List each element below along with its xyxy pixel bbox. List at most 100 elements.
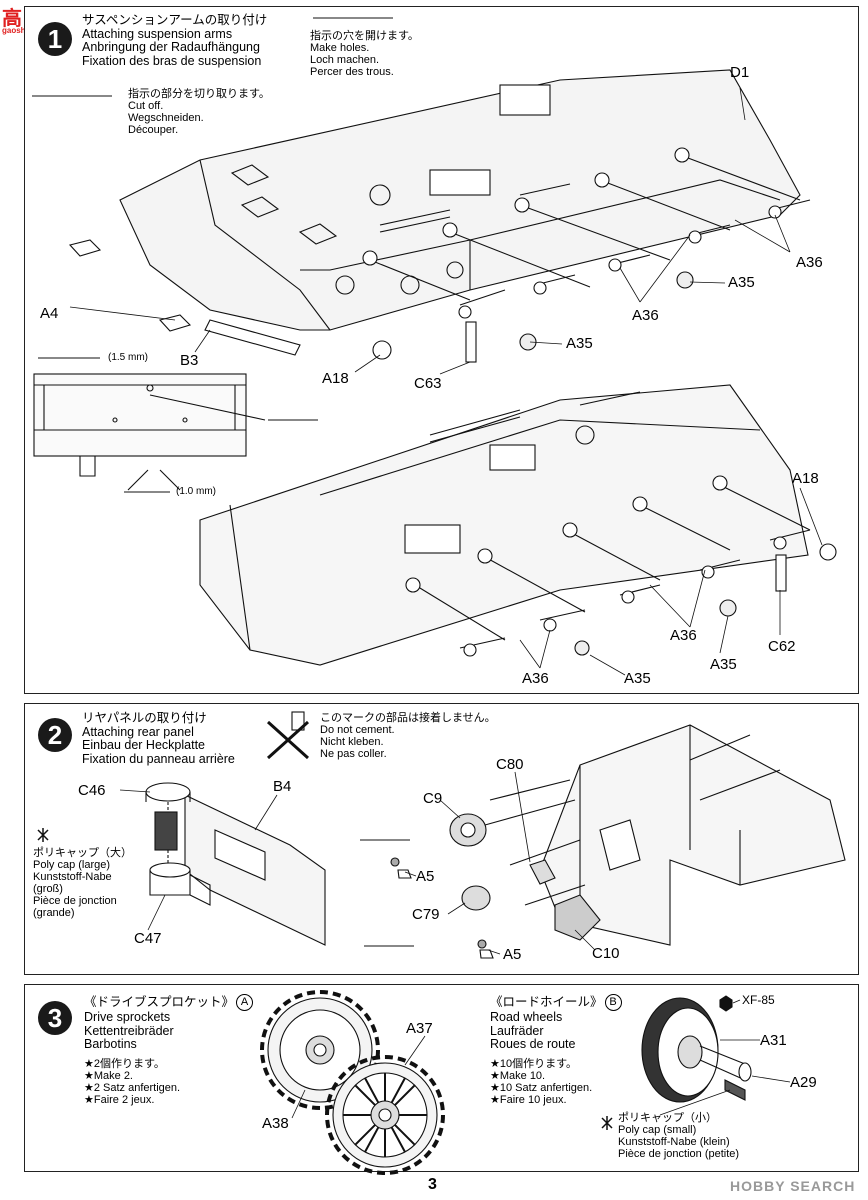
polycap-small-fr: Pièce de jonction (petite) (618, 1148, 740, 1160)
hull-rear-inset (33, 373, 247, 477)
label-xf85: XF-85 (742, 993, 775, 1007)
step-2-title-de: Einbau der Heckplatte (82, 738, 205, 752)
wheel-en: Road wheels (490, 1010, 563, 1024)
step-1-title-en: Attaching suspension arms (82, 26, 233, 41)
sprocket-make-en: ★Make 2. (84, 1069, 133, 1082)
label-c10: C10 (592, 945, 620, 962)
polycap-large-de2: (groß) (33, 883, 63, 895)
label-a35-4: A35 (624, 670, 651, 687)
sprocket-title: 《ドライブスプロケット》A (84, 994, 254, 1011)
step-2-title-jp: リヤパネルの取り付け (82, 711, 207, 725)
no-cement-en: Do not cement. (320, 724, 395, 736)
label-a37: A37 (406, 1020, 433, 1037)
arms-upper (362, 147, 811, 363)
sprocket-make-jp: ★2個作ります。 (84, 1057, 165, 1070)
cut-note-de: Wegschneiden. (128, 112, 204, 124)
no-cement-de: Nicht kleben. (320, 736, 384, 748)
label-a29: A29 (790, 1074, 817, 1091)
rear-panel-right (390, 724, 846, 959)
label-c80: C80 (496, 756, 524, 773)
label-a35-1: A35 (728, 274, 755, 291)
sprocket-title-jp: 《ドライブスプロケット》 (84, 994, 235, 1009)
label-c46: C46 (78, 782, 106, 799)
polycap-small-note: ポリキャップ（小） Poly cap (small) Kunststoff-Na… (618, 1112, 739, 1160)
wheel-de: Laufräder (490, 1023, 544, 1038)
label-a5-2: A5 (503, 946, 522, 963)
wheel-title-jp: 《ロードホイール》 (490, 994, 603, 1009)
step-3-number: 3 (38, 1001, 72, 1035)
sprocket-block: 《ドライブスプロケット》A Drive sprockets Kettentrei… (84, 994, 254, 1106)
arms-lower (405, 475, 837, 657)
label-b4: B4 (273, 778, 292, 795)
wheel-make-en: ★Make 10. (490, 1069, 546, 1082)
polycap-large-fr2: (grande) (33, 907, 75, 919)
label-a18-1: A18 (322, 370, 349, 387)
page-number: 3 (428, 1176, 437, 1193)
sprocket-de: Kettentreibräder (84, 1023, 174, 1038)
label-a35-3: A35 (710, 656, 737, 673)
polycap-large-jp: ポリキャップ（大） (33, 847, 132, 859)
holes-note: 指示の穴を開けます。 Make holes. Loch machen. Perc… (310, 30, 419, 78)
step-2-number: 2 (38, 718, 72, 752)
sprocket-circle-a: A (236, 994, 254, 1011)
no-cement-fr: Ne pas coller. (320, 748, 387, 760)
step-1-title-block: サスペンションアームの取り付け Attaching suspension arm… (82, 13, 268, 68)
polycap-large-fr1: Pièce de jonction (33, 895, 117, 907)
step-3-panel (24, 984, 859, 1172)
wheel-title: 《ロードホイール》B (490, 994, 622, 1011)
sprocket-make-fr: ★Faire 2 jeux. (84, 1093, 155, 1106)
holes-note-fr: Percer des trous. (310, 66, 394, 78)
polycap-large-en: Poly cap (large) (33, 859, 111, 871)
label-a4: A4 (40, 305, 59, 322)
label-c79: C79 (412, 906, 440, 923)
wheel-make-de: ★10 Satz anfertigen. (490, 1081, 593, 1094)
label-a31: A31 (760, 1032, 787, 1049)
step-2-title-fr: Fixation du panneau arrière (82, 751, 235, 766)
step-1-title-fr: Fixation des bras de suspension (82, 53, 262, 68)
drill-1-0mm-label: (1.0 mm) (176, 486, 216, 497)
cut-note-en: Cut off. (128, 100, 164, 112)
wheel-make-fr: ★Faire 10 jeux. (490, 1093, 567, 1106)
wheel-fr: Roues de route (490, 1037, 576, 1051)
label-a35-2: A35 (566, 335, 593, 352)
drill-1-5mm-label: (1.5 mm) (108, 352, 148, 363)
sprocket-make-de: ★2 Satz anfertigen. (84, 1081, 181, 1094)
label-a36-1: A36 (796, 254, 823, 271)
wheel-make-jp: ★10個作ります。 (490, 1057, 577, 1070)
watermark-logo: 高 (2, 2, 22, 31)
step-1-title-jp: サスペンションアームの取り付け (82, 13, 268, 27)
road-wheel (641, 997, 752, 1103)
hull-lower-outline (199, 384, 809, 666)
label-b3: B3 (180, 352, 199, 369)
step-1-number: 1 (38, 22, 72, 56)
label-a5-1: A5 (416, 868, 435, 885)
polycap-small-jp: ポリキャップ（小） (618, 1112, 717, 1124)
cut-note: 指示の部分を切り取ります。 Cut off. Wegschneiden. Déc… (128, 88, 270, 136)
watermark-chars: 高 (2, 8, 22, 30)
holes-note-en: Make holes. (310, 42, 370, 54)
rear-panel-left (145, 782, 326, 946)
wheel-block: 《ロードホイール》B Road wheels Laufräder Roues d… (490, 994, 622, 1106)
label-a36-2: A36 (632, 307, 659, 324)
no-cement-note: このマークの部品は接着しません。 Do not cement. Nicht kl… (320, 712, 496, 760)
sprocket-rear (260, 990, 380, 1110)
step-1-title-de: Anbringung der Radaufhängung (82, 40, 260, 54)
cut-note-fr: Découper. (128, 124, 179, 136)
polycap-large-note: ポリキャップ（大） Poly cap (large) Kunststoff-Na… (33, 847, 132, 919)
polycap-small-en: Poly cap (small) (618, 1124, 697, 1136)
wheel-circle-b: B (604, 994, 622, 1011)
label-a36-4: A36 (522, 670, 549, 687)
label-c62: C62 (768, 638, 796, 655)
label-c47: C47 (134, 930, 162, 947)
label-c63: C63 (414, 375, 442, 392)
sprocket-en: Drive sprockets (84, 1010, 171, 1024)
cut-note-jp: 指示の部分を切り取ります。 (128, 88, 270, 100)
label-d1: D1 (730, 64, 750, 81)
step-2-title-en: Attaching rear panel (82, 724, 194, 739)
holes-note-de: Loch machen. (310, 54, 380, 66)
sprocket-front (325, 1055, 445, 1175)
polycap-small-de: Kunststoff-Nabe (klein) (618, 1136, 730, 1148)
